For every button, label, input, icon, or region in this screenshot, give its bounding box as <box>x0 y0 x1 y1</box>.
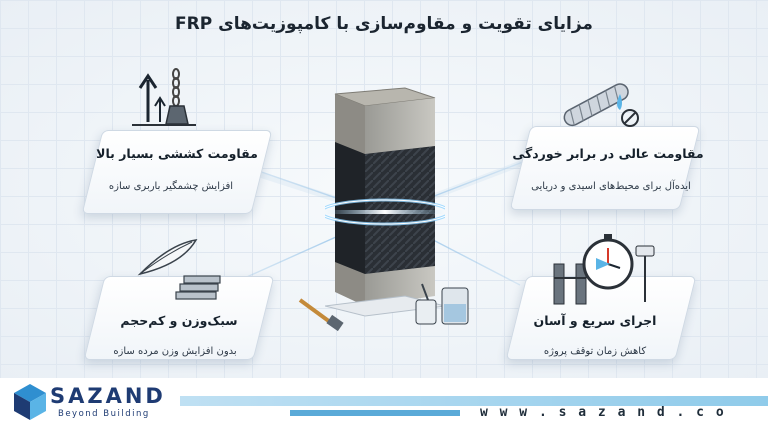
tensile-sub: افزایش چشمگیر باربری سازه <box>108 181 234 192</box>
page-title: مزایای تقویت و مقاوم‌سازی با کامپوزیت‌ها… <box>175 14 593 34</box>
feather-icon <box>137 239 221 300</box>
corrosion-label: مقاومت عالی در برابر خوردگی <box>512 146 704 161</box>
tensile-label: مقاومت کششی بسیار بالا <box>96 146 258 161</box>
brush-icon <box>298 298 344 332</box>
card-corrosion <box>509 126 701 210</box>
lightweight-sub: بدون افزایش وزن مرده سازه <box>113 346 237 357</box>
card-tensile <box>81 130 273 214</box>
fast-install-label: اجرای سریع و آسان <box>533 313 657 328</box>
sazand-logo-icon <box>14 384 46 420</box>
website-link[interactable]: w w w . s a z a n d . c o <box>480 405 726 420</box>
lightweight-label: سبک‌وزن و کم‌حجم <box>120 313 238 328</box>
footer-accent-bar-small <box>290 410 460 416</box>
rebar-corrosion-icon <box>563 83 639 127</box>
fast-install-sub: کاهش زمان توقف پروژه <box>543 346 647 357</box>
resin-can-icon <box>415 283 469 325</box>
footer-accent-bar <box>180 396 768 406</box>
brand-tagline: Beyond Building <box>58 409 150 419</box>
brand-name: SAZAND <box>50 384 166 408</box>
stopwatch-icon <box>553 234 655 305</box>
corrosion-sub: ایده‌آل برای محیط‌های اسیدی و دریایی <box>531 181 691 192</box>
tensile-weight-icon <box>132 68 196 126</box>
